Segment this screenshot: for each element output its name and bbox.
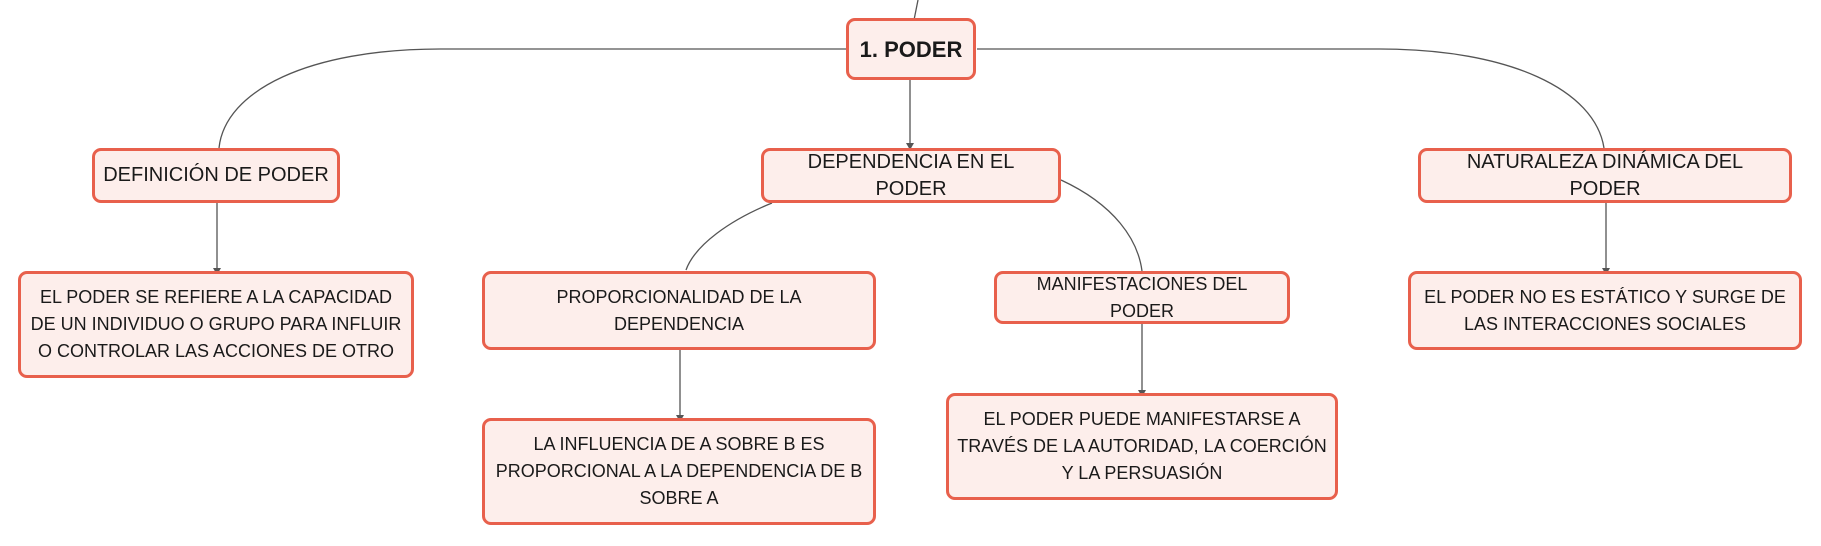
- node-label: MANIFESTACIONES DEL PODER: [1036, 273, 1248, 321]
- node-label: LA INFLUENCIA DE A SOBRE B ES PROPORCION…: [495, 434, 863, 508]
- node-label: EL PODER NO ES ESTÁTICO Y SURGE DE LAS I…: [1424, 286, 1786, 334]
- node-proporcionalidad-detail[interactable]: LA INFLUENCIA DE A SOBRE B ES PROPORCION…: [482, 418, 876, 525]
- node-naturaleza-detail[interactable]: EL PODER NO ES ESTÁTICO Y SURGE DE LAS I…: [1408, 271, 1802, 350]
- node-manifestaciones[interactable]: MANIFESTACIONES DEL PODER: [994, 271, 1290, 324]
- node-label: NATURALEZA DINÁMICA DEL PODER: [1466, 150, 1744, 200]
- node-dependencia-en-el-poder[interactable]: DEPENDENCIA EN EL PODER: [761, 148, 1061, 203]
- node-label: EL PODER SE REFIERE A LA CAPACIDAD DE UN…: [30, 287, 402, 361]
- edge-dependencia-to-manifestaciones: [1060, 179, 1143, 272]
- node-proporcionalidad[interactable]: PROPORCIONALIDAD DE LA DEPENDENCIA: [482, 271, 876, 350]
- node-label: PROPORCIONALIDAD DE LA DEPENDENCIA: [556, 286, 802, 334]
- node-manifestaciones-detail[interactable]: EL PODER PUEDE MANIFESTARSE A TRAVÉS DE …: [946, 393, 1338, 500]
- root-label: 1. PODER: [859, 36, 963, 62]
- edge-parent-to-root: [913, 0, 919, 21]
- node-definicion-detail[interactable]: EL PODER SE REFIERE A LA CAPACIDAD DE UN…: [18, 271, 414, 378]
- edge-root-to-definicion: [218, 48, 848, 149]
- node-label: DEPENDENCIA EN EL PODER: [807, 150, 1015, 200]
- edge-root-to-naturaleza: [977, 48, 1605, 149]
- node-naturaleza-dinamica[interactable]: NATURALEZA DINÁMICA DEL PODER: [1418, 148, 1792, 203]
- root-node[interactable]: 1. PODER: [846, 18, 976, 80]
- arrow-root-to-dependencia: [906, 143, 914, 150]
- node-definicion-de-poder[interactable]: DEFINICIÓN DE PODER: [92, 148, 340, 203]
- node-label: DEFINICIÓN DE PODER: [103, 164, 329, 186]
- node-label: EL PODER PUEDE MANIFESTARSE A TRAVÉS DE …: [957, 409, 1327, 483]
- edge-dependencia-to-proporcionalidad: [685, 202, 773, 271]
